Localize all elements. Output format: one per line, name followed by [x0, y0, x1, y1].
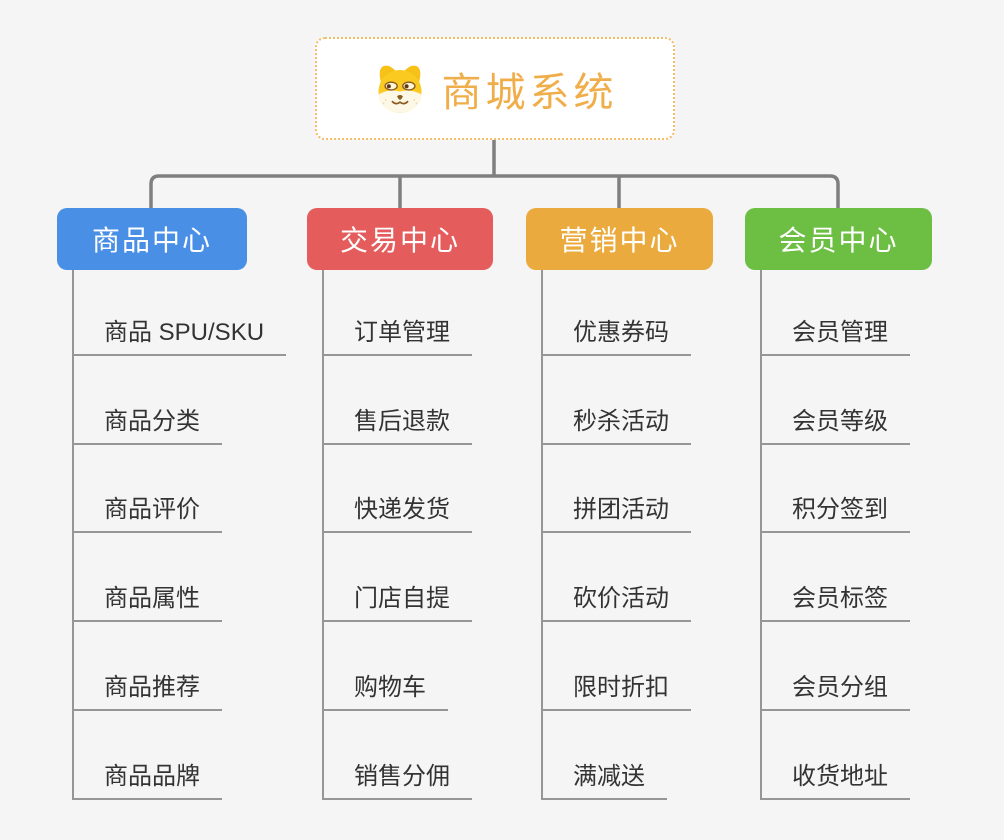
leaf-node-member-group[interactable]: 会员分组 — [760, 674, 910, 711]
leaf-node-member-management[interactable]: 会员管理 — [760, 319, 910, 356]
leaf-node-product-brand[interactable]: 商品品牌 — [72, 763, 222, 800]
leaf-node-order-management[interactable]: 订单管理 — [322, 319, 472, 356]
leaf-node-product-category[interactable]: 商品分类 — [72, 408, 222, 445]
leaf-node-points-checkin[interactable]: 积分签到 — [760, 496, 910, 533]
root-node[interactable]: 商城系统 — [315, 37, 675, 140]
branch-vertical-line — [72, 270, 74, 800]
leaf-node-product-spu-sku[interactable]: 商品 SPU/SKU — [72, 319, 287, 356]
leaf-node-member-level[interactable]: 会员等级 — [760, 408, 910, 445]
leaf-node-product-attribute[interactable]: 商品属性 — [72, 585, 222, 622]
leaf-node-full-reduction[interactable]: 满减送 — [541, 763, 667, 800]
leaf-node-store-pickup[interactable]: 门店自提 — [322, 585, 472, 622]
leaf-node-shopping-cart[interactable]: 购物车 — [322, 674, 448, 711]
leaf-node-product-review[interactable]: 商品评价 — [72, 496, 222, 533]
shiba-dog-icon — [373, 62, 427, 116]
leaf-node-aftersale-refund[interactable]: 售后退款 — [322, 408, 472, 445]
leaf-node-member-tag[interactable]: 会员标签 — [760, 585, 910, 622]
branch-vertical-line — [760, 270, 762, 800]
leaf-node-sales-commission[interactable]: 销售分佣 — [322, 763, 472, 800]
branch-vertical-line — [541, 270, 543, 800]
leaf-node-flash-sale[interactable]: 秒杀活动 — [541, 408, 691, 445]
leaf-node-time-limited-discount[interactable]: 限时折扣 — [541, 674, 691, 711]
leaf-node-coupon-code[interactable]: 优惠券码 — [541, 319, 691, 356]
branch-node-trade-center[interactable]: 交易中心 — [307, 208, 493, 270]
branch-node-marketing-center[interactable]: 营销中心 — [526, 208, 713, 270]
branch-node-member-center[interactable]: 会员中心 — [745, 208, 932, 270]
root-title: 商城系统 — [441, 70, 618, 115]
leaf-node-express-delivery[interactable]: 快递发货 — [322, 496, 472, 533]
branch-vertical-line — [322, 270, 324, 800]
leaf-node-group-buy[interactable]: 拼团活动 — [541, 496, 691, 533]
branch-node-product-center[interactable]: 商品中心 — [57, 208, 247, 270]
leaf-node-shipping-address[interactable]: 收货地址 — [760, 763, 910, 800]
leaf-node-bargain-activity[interactable]: 砍价活动 — [541, 585, 691, 622]
leaf-node-product-recommend[interactable]: 商品推荐 — [72, 674, 222, 711]
